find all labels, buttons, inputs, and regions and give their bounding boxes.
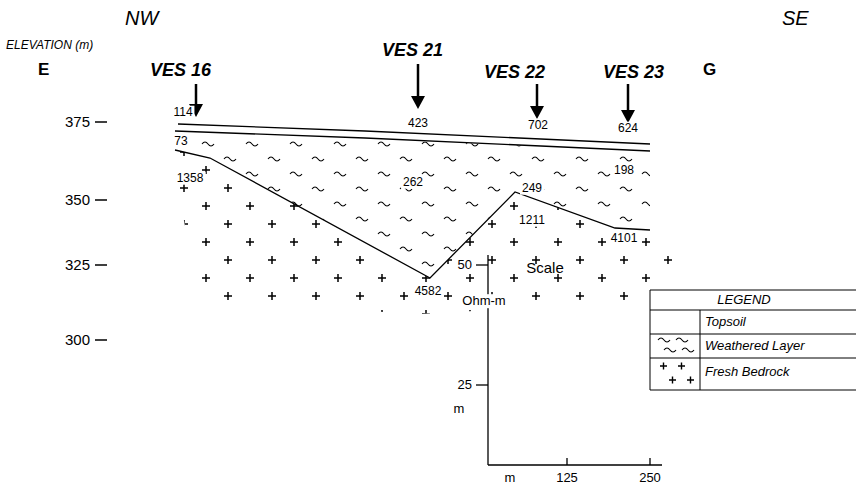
scale-tick: 125 <box>556 471 578 485</box>
resistivity-value: 198 <box>612 164 636 177</box>
resistivity-value: 73 <box>172 135 189 148</box>
profile-end-label: E <box>38 61 49 79</box>
resistivity-value: 702 <box>526 119 550 132</box>
resistivity-value: 1211 <box>517 214 547 227</box>
resistivity-value: 4582 <box>413 285 444 298</box>
scale-title: Scale <box>526 260 564 276</box>
direction-label: NW <box>125 8 158 29</box>
axis-title: ELEVATION (m) <box>6 39 93 52</box>
elevation-tick: 300 <box>65 332 90 348</box>
resistivity-value: 423 <box>406 117 430 130</box>
elevation-ticks <box>95 122 107 340</box>
legend-entry: Fresh Bedrock <box>705 365 790 379</box>
legend-title: LEGEND <box>717 293 770 307</box>
ves-label: VES 21 <box>382 41 443 60</box>
direction-label: SE <box>782 8 809 29</box>
weathered-layer <box>175 132 650 278</box>
layer-boundaries <box>175 124 650 278</box>
resistivity-value: 249 <box>520 182 544 195</box>
scale-unit: m <box>454 402 465 416</box>
resistivity-value: 1358 <box>175 172 206 185</box>
resistivity-value: 4101 <box>609 232 640 245</box>
scale-bar <box>476 255 662 465</box>
ves-label: VES 22 <box>484 63 545 82</box>
profile-end-label: G <box>703 61 716 79</box>
scale-tick: 250 <box>639 471 661 485</box>
unit-label: Ohm-m <box>460 294 507 308</box>
resistivity-value: 624 <box>616 122 640 135</box>
resistivity-value: 114 <box>171 106 194 119</box>
elevation-tick: 325 <box>65 257 90 273</box>
scale-tick: 50 <box>458 258 472 272</box>
legend-entry: Topsoil <box>705 315 746 329</box>
legend-samples <box>658 338 694 384</box>
ves-label: VES 23 <box>603 63 664 82</box>
ves-label: VES 16 <box>150 61 211 80</box>
legend-table <box>650 290 856 390</box>
resistivity-value: 262 <box>401 176 425 189</box>
scale-unit: m <box>505 471 516 485</box>
elevation-tick: 350 <box>65 192 90 208</box>
ves-arrows <box>189 64 635 123</box>
elevation-tick: 375 <box>65 114 90 130</box>
scale-tick: 25 <box>458 378 472 392</box>
legend-entry: Weathered Layer <box>705 339 805 353</box>
